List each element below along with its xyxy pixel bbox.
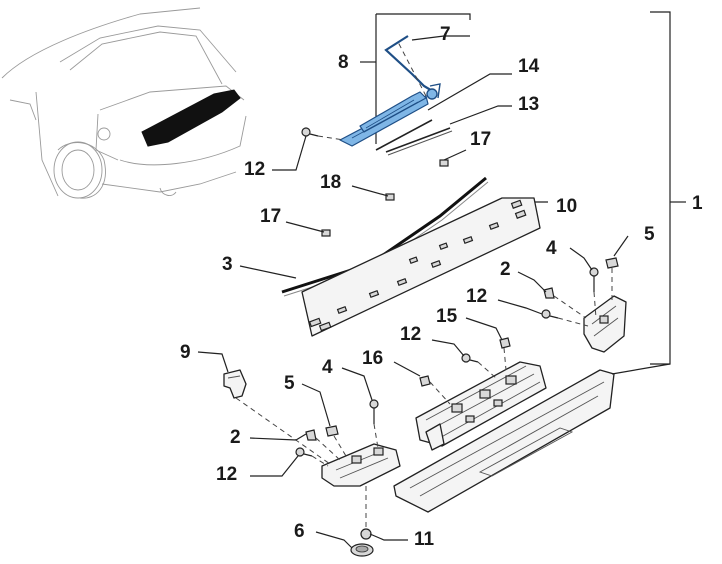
car-rear-thumbnail <box>1 7 247 199</box>
end-bracket-right <box>583 295 627 353</box>
group-bracket-1 <box>650 11 671 365</box>
callout-3: 3 <box>222 254 233 275</box>
clip-part-9 <box>223 369 247 399</box>
callout-labels: 1 2 2 3 4 4 5 5 6 7 8 9 10 11 12 12 12 1… <box>180 24 703 550</box>
clip-part-17-upper <box>439 159 449 167</box>
callout-17: 17 <box>470 129 491 150</box>
cable-part-7 <box>384 35 441 100</box>
callout-10: 10 <box>556 196 577 217</box>
callout-2: 2 <box>230 427 241 448</box>
assembly-lines <box>235 41 613 528</box>
callout-8: 8 <box>338 52 349 73</box>
callout-5: 5 <box>644 224 655 245</box>
clip-part-17-lower <box>321 229 331 237</box>
callout-17: 17 <box>260 206 281 227</box>
callout-14: 14 <box>518 56 540 77</box>
callout-13: 13 <box>518 94 539 115</box>
callout-4: 4 <box>546 238 557 259</box>
end-bracket-left <box>321 443 401 487</box>
seal-part-14 <box>375 119 433 151</box>
callout-11: 11 <box>414 529 435 550</box>
callout-7: 7 <box>440 24 451 45</box>
gasket-panel-part-10 <box>301 197 541 337</box>
car-spoiler-highlight <box>141 89 241 147</box>
spoiler-part-1 <box>393 369 615 513</box>
callout-12: 12 <box>466 286 487 307</box>
bracket-part-16 <box>415 361 547 451</box>
callout-4: 4 <box>322 357 333 378</box>
third-brake-light-part-8 <box>339 91 429 147</box>
callout-9: 9 <box>180 342 191 363</box>
callout-5: 5 <box>284 373 295 394</box>
strip-part-13 <box>385 127 451 153</box>
callout-1: 1 <box>692 193 703 214</box>
callout-6: 6 <box>294 521 305 542</box>
callout-2: 2 <box>500 259 511 280</box>
callout-18: 18 <box>320 172 341 193</box>
leader-lines <box>197 35 671 549</box>
callout-12: 12 <box>216 464 237 485</box>
callout-16: 16 <box>362 348 383 369</box>
seal-part-3 <box>281 176 487 294</box>
clip-part-18 <box>385 193 395 201</box>
callout-12: 12 <box>244 159 265 180</box>
callout-12: 12 <box>400 324 421 345</box>
callout-15: 15 <box>436 306 458 327</box>
